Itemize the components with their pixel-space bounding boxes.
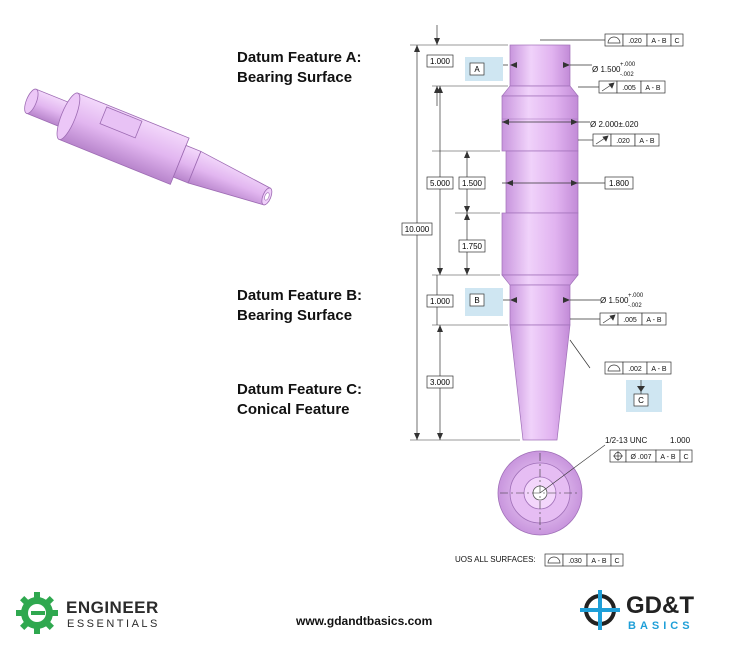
dim-5000: 5.000 (430, 179, 451, 188)
datum-a-symbol: A (474, 65, 480, 74)
fcf-top-tol: .020 (628, 38, 642, 45)
dim-3000: 3.000 (430, 378, 451, 387)
brand-right-line1: GD&T (626, 592, 694, 619)
thread-depth: 1.000 (670, 436, 691, 445)
fcf-runout-a-ref: A - B (645, 85, 661, 92)
dim-b-1000: 1.000 (430, 297, 451, 306)
datum-c-label: Datum Feature C: Conical Feature (237, 380, 362, 420)
fcf-profile-c-tol: .002 (628, 366, 642, 373)
thread-text: 1/2-13 UNC (605, 436, 647, 445)
part-side-view (501, 44, 579, 441)
datum-b-label: Datum Feature B: Bearing Surface (237, 286, 362, 326)
dimension-values: 1.000 5.000 1.500 1.750 10.000 1.000 3.0… (401, 54, 634, 389)
dia-a-plus: +.000 (620, 62, 636, 68)
dia-a-text: Ø 1.500 (592, 65, 621, 74)
part-end-view (497, 444, 606, 536)
fcf-runout-2000-ref: A - B (639, 138, 655, 145)
dia-2000-text: Ø 2.000±.020 (590, 120, 639, 129)
datum-a-title: Datum Feature A: (237, 49, 362, 66)
datum-b-title: Datum Feature B: (237, 287, 363, 304)
datum-c-title: Datum Feature C: (237, 381, 363, 398)
engineering-drawing: 1.000 5.000 1.500 1.750 10.000 1.000 3.0… (401, 25, 693, 567)
brand-left-line2: ESSENTIALS (67, 618, 160, 630)
dim-1800: 1.800 (609, 179, 630, 188)
dim-1750: 1.750 (462, 242, 483, 251)
fcf-uos-ref1: A - B (591, 558, 607, 565)
dia-a-minus: -.002 (620, 72, 634, 78)
fcf-profile-c-ref: A - B (651, 366, 667, 373)
website-url[interactable]: www.gdandtbasics.com (296, 614, 433, 628)
fcf-position-ref1: A - B (660, 454, 676, 461)
fcf-top-ref1: A - B (651, 38, 667, 45)
datum-a-label: Datum Feature A: Bearing Surface (237, 48, 361, 88)
fcf-position-tol: Ø .007 (630, 454, 651, 461)
fcf-runout-b-ref: A - B (646, 317, 662, 324)
brand-right-line2: BASICS (628, 620, 694, 632)
fcf-runout-2000-tol: .020 (616, 138, 630, 145)
dim-10000: 10.000 (405, 225, 430, 234)
dia-b-text: Ø 1.500 (600, 296, 629, 305)
callouts: Ø 1.500 +.000 -.002 Ø 2.000±.020 Ø 1.500… (455, 62, 691, 564)
fcf-uos-ref2: C (614, 558, 619, 565)
datum-c-symbol: C (638, 396, 644, 405)
datum-b-subtitle: Bearing Surface (237, 307, 353, 324)
datum-c-subtitle: Conical Feature (237, 401, 350, 418)
fcf-position-ref2: C (683, 454, 688, 461)
part-3d-view (24, 88, 273, 206)
gear-icon (16, 592, 58, 634)
datum-a-subtitle: Bearing Surface (237, 69, 353, 86)
datum-symbols: A B C (465, 57, 662, 412)
fcf-runout-b-tol: .005 (623, 317, 637, 324)
dim-top-1000: 1.000 (430, 57, 451, 66)
dia-b-minus: -.002 (628, 303, 642, 309)
fcf-runout-a-tol: .005 (622, 85, 636, 92)
crosshair-icon (580, 590, 620, 630)
brand-left-line1: ENGINEER (66, 598, 159, 617)
gdt-basics-logo: GD&T BASICS (578, 588, 728, 640)
fcf-uos-tol: .030 (568, 558, 582, 565)
datum-b-symbol: B (474, 296, 479, 305)
dia-b-plus: +.000 (628, 293, 644, 299)
dim-1500: 1.500 (462, 179, 483, 188)
uos-text: UOS ALL SURFACES: (455, 555, 536, 564)
engineer-essentials-logo: ENGINEER ESSENTIALS (14, 590, 194, 638)
fcf-top-ref2: C (674, 38, 679, 45)
